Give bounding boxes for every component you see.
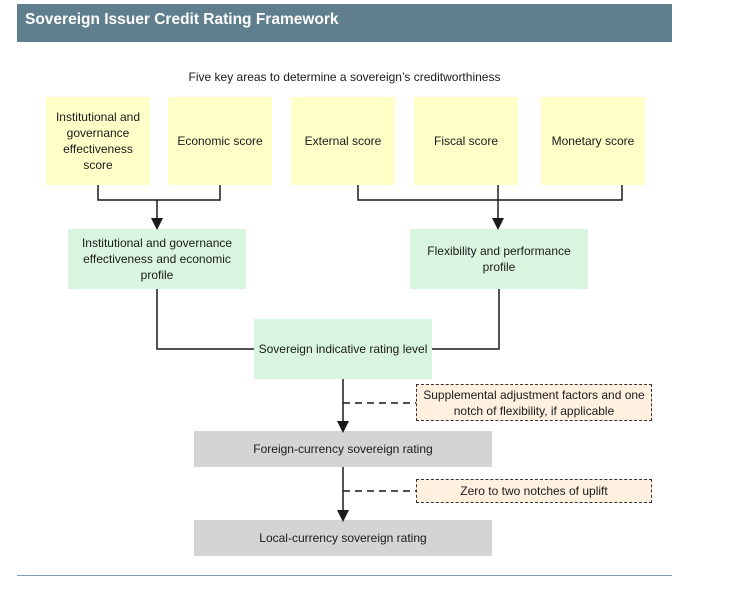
institutional-score-box: Institutional and governance effectivene… xyxy=(46,97,150,185)
fiscal-score-box: Fiscal score xyxy=(414,97,518,185)
external-score-label: External score xyxy=(304,134,382,148)
economic-score-box: Economic score xyxy=(168,97,272,185)
institutional-economic-profile-box: Institutional and governance effectivene… xyxy=(68,229,246,289)
flexibility-performance-profile-label: Flexibility and performance profile xyxy=(427,244,571,274)
supplemental-adjustment-label: Supplemental adjustment factors and one … xyxy=(423,387,645,418)
monetary-score-label: Monetary score xyxy=(551,134,635,148)
foreign-currency-rating-box: Foreign-currency sovereign rating xyxy=(194,431,492,467)
flexibility-performance-profile-box: Flexibility and performance profile xyxy=(410,229,588,289)
institutional-economic-profile-label: Institutional and governance effectivene… xyxy=(81,236,233,282)
institutional-score-label: Institutional and governance effectivene… xyxy=(55,110,141,172)
right-profile-connector xyxy=(432,289,500,350)
page-title: Sovereign Issuer Credit Rating Framework xyxy=(17,4,672,42)
diagram-subtitle: Five key areas to determine a sovereign’… xyxy=(188,70,501,84)
foreign-currency-rating-label: Foreign-currency sovereign rating xyxy=(253,442,433,456)
uplift-adjustment-label: Zero to two notches of uplift xyxy=(460,484,608,498)
local-currency-rating-label: Local-currency sovereign rating xyxy=(259,531,427,545)
footer-divider xyxy=(17,575,672,576)
external-score-box: External score xyxy=(291,97,395,185)
uplift-adjustment-box: Zero to two notches of uplift xyxy=(416,479,652,503)
right-score-bracket xyxy=(357,185,623,201)
fiscal-score-label: Fiscal score xyxy=(433,134,498,148)
left-profile-connector xyxy=(156,289,254,350)
economic-score-label: Economic score xyxy=(177,134,263,148)
monetary-score-box: Monetary score xyxy=(541,97,645,185)
local-currency-rating-box: Local-currency sovereign rating xyxy=(194,520,492,556)
left-score-bracket xyxy=(97,185,221,201)
supplemental-adjustment-box: Supplemental adjustment factors and one … xyxy=(416,384,652,421)
indicative-rating-box: Sovereign indicative rating level xyxy=(254,319,432,379)
indicative-rating-label: Sovereign indicative rating level xyxy=(258,342,428,356)
